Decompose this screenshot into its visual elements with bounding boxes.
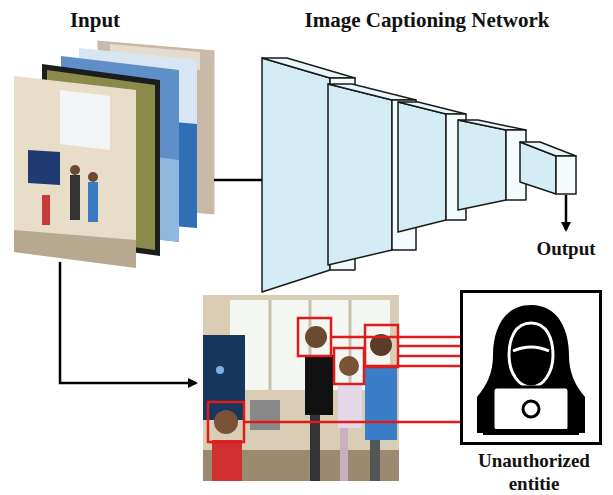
flow-arrow [60, 262, 196, 383]
face-boxes [208, 318, 460, 442]
node-heading: Image Captioning Network [243, 4, 611, 37]
stage-label: Input [70, 8, 120, 33]
network-blocks [262, 58, 576, 292]
network-heading: Image Captioning Network [243, 4, 611, 44]
stage-label: Output [536, 238, 595, 260]
output-arrow [565, 195, 568, 230]
node-caption: Unauthorized entitie [457, 450, 611, 495]
input-frames [14, 40, 215, 268]
attacker-box: Unauthorized entitie [460, 290, 602, 445]
hacker-icon [463, 293, 599, 442]
photo [203, 295, 399, 481]
